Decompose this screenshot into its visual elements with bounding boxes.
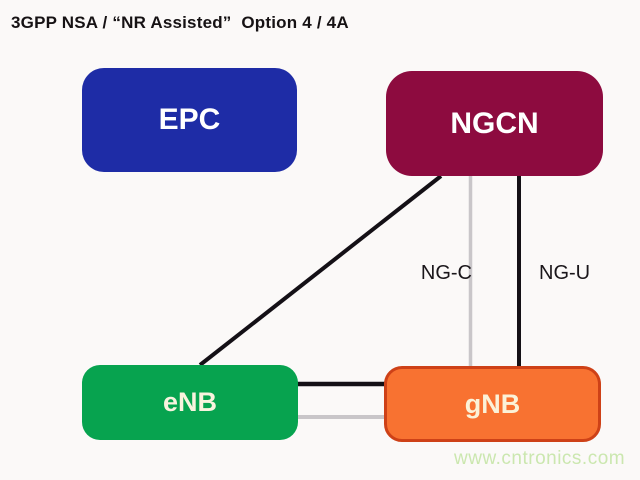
node-ngcn-label: NGCN — [450, 106, 539, 140]
ng-c-label: NG-C — [420, 262, 472, 284]
node-epc-label: EPC — [158, 103, 221, 136]
link-ngcn-enb-line — [198, 174, 443, 367]
node-gnb-label: gNB — [464, 388, 521, 419]
node-epc: EPC — [82, 68, 297, 172]
node-ngcn: NGCN — [386, 71, 603, 176]
node-enb: eNB — [82, 365, 298, 440]
ng-u-label: NG-U — [539, 262, 591, 284]
node-gnb: gNB — [384, 366, 601, 442]
page-title: 3GPP NSA / “NR Assisted” Option 4 / 4A — [11, 13, 349, 32]
watermark: www.cntronics.com — [454, 448, 626, 469]
node-enb-label: eNB — [162, 387, 217, 417]
